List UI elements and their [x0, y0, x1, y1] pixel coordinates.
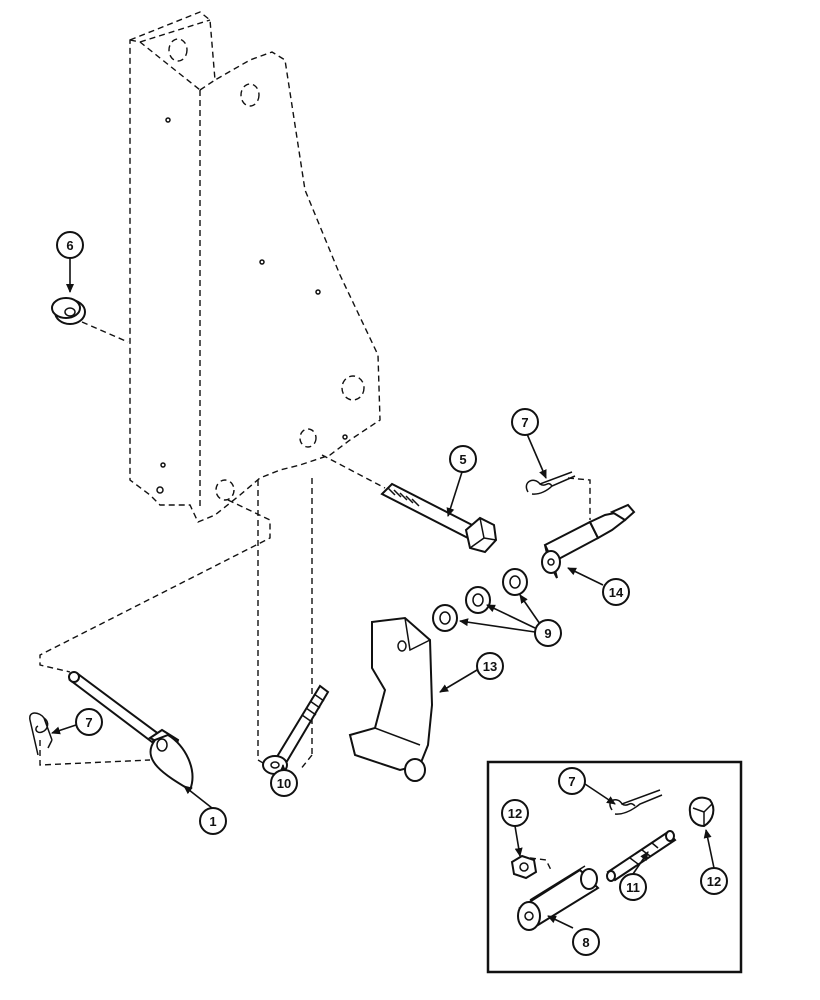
svg-text:7: 7: [568, 774, 575, 789]
bolt-5: [380, 482, 498, 554]
washers-9: [432, 568, 528, 632]
callout-7-lower: 7: [75, 708, 103, 736]
svg-text:13: 13: [483, 659, 497, 674]
svg-text:14: 14: [609, 585, 624, 600]
svg-text:9: 9: [544, 626, 551, 641]
callout-9: 9: [534, 619, 562, 647]
svg-text:7: 7: [85, 715, 92, 730]
nut-6: [51, 297, 86, 325]
svg-text:7: 7: [521, 415, 528, 430]
svg-text:1: 1: [209, 814, 216, 829]
svg-text:11: 11: [626, 880, 640, 895]
pin-1-alignment-line: [39, 499, 271, 673]
callout-12-right: 12: [700, 867, 728, 895]
callout-14: 14: [602, 578, 630, 606]
callout-10: 10: [270, 769, 298, 797]
hair-pin-clip-7-inset: [609, 789, 663, 815]
inset-detail: [486, 760, 743, 974]
lock-pin-1: [68, 671, 194, 792]
coupler-8: [517, 865, 600, 931]
nut-12-alignment-line: [529, 857, 553, 873]
bolt-5-alignment-line: [321, 454, 386, 489]
callout-1: 1: [199, 807, 227, 835]
nut-6-alignment-line: [81, 321, 129, 343]
svg-text:12: 12: [707, 874, 721, 889]
svg-text:5: 5: [459, 452, 466, 467]
callout-7-inset: 7: [558, 767, 586, 795]
callout-12-left: 12: [501, 799, 529, 827]
rod-11: [606, 830, 677, 882]
leader-arrows: [51, 258, 715, 929]
callout-13: 13: [476, 652, 504, 680]
callout-5: 5: [449, 445, 477, 473]
bolt-10-alignment-lines: [257, 478, 313, 771]
callout-8: 8: [572, 928, 600, 956]
bolt-10: [262, 684, 330, 775]
svg-text:12: 12: [508, 806, 522, 821]
svg-text:8: 8: [582, 935, 589, 950]
mounting-bracket: [129, 11, 381, 523]
saddle-bracket-13: [348, 616, 434, 782]
clip-7-alignment-line: [39, 740, 151, 766]
callout-7-upper: 7: [511, 408, 539, 436]
nut-12-right: [688, 796, 715, 828]
callout-11: 11: [619, 873, 647, 901]
part-14: [541, 503, 636, 579]
hair-pin-clip-7-upper: [525, 471, 576, 495]
callout-6: 6: [56, 231, 84, 259]
svg-text:6: 6: [66, 238, 73, 253]
clip-14-alignment-line: [567, 477, 591, 520]
nut-12-left: [510, 854, 538, 880]
svg-text:10: 10: [277, 776, 291, 791]
hair-pin-clip-7-lower: [29, 712, 53, 756]
